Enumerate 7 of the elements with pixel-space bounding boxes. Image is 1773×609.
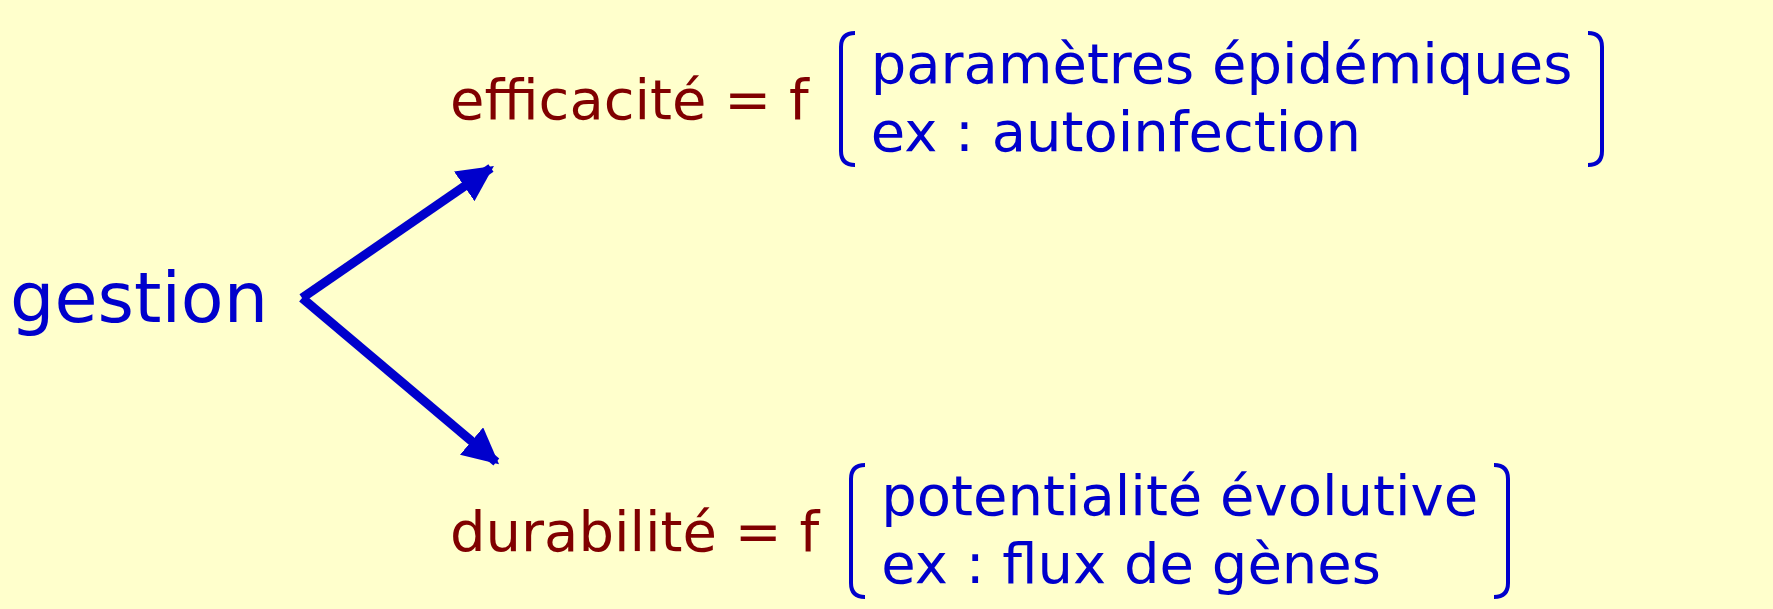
bracket-item: ex : flux de gènes (881, 530, 1382, 599)
bracket-item: potentialité évolutive (881, 462, 1479, 530)
function-label: durabilité = f (450, 498, 820, 564)
function-label: efficacité = f (450, 66, 809, 132)
bracket-item: ex : autoinfection (870, 98, 1363, 167)
bracket-item: paramètres épidémiques (870, 30, 1573, 98)
node-label: gestion (10, 256, 270, 340)
